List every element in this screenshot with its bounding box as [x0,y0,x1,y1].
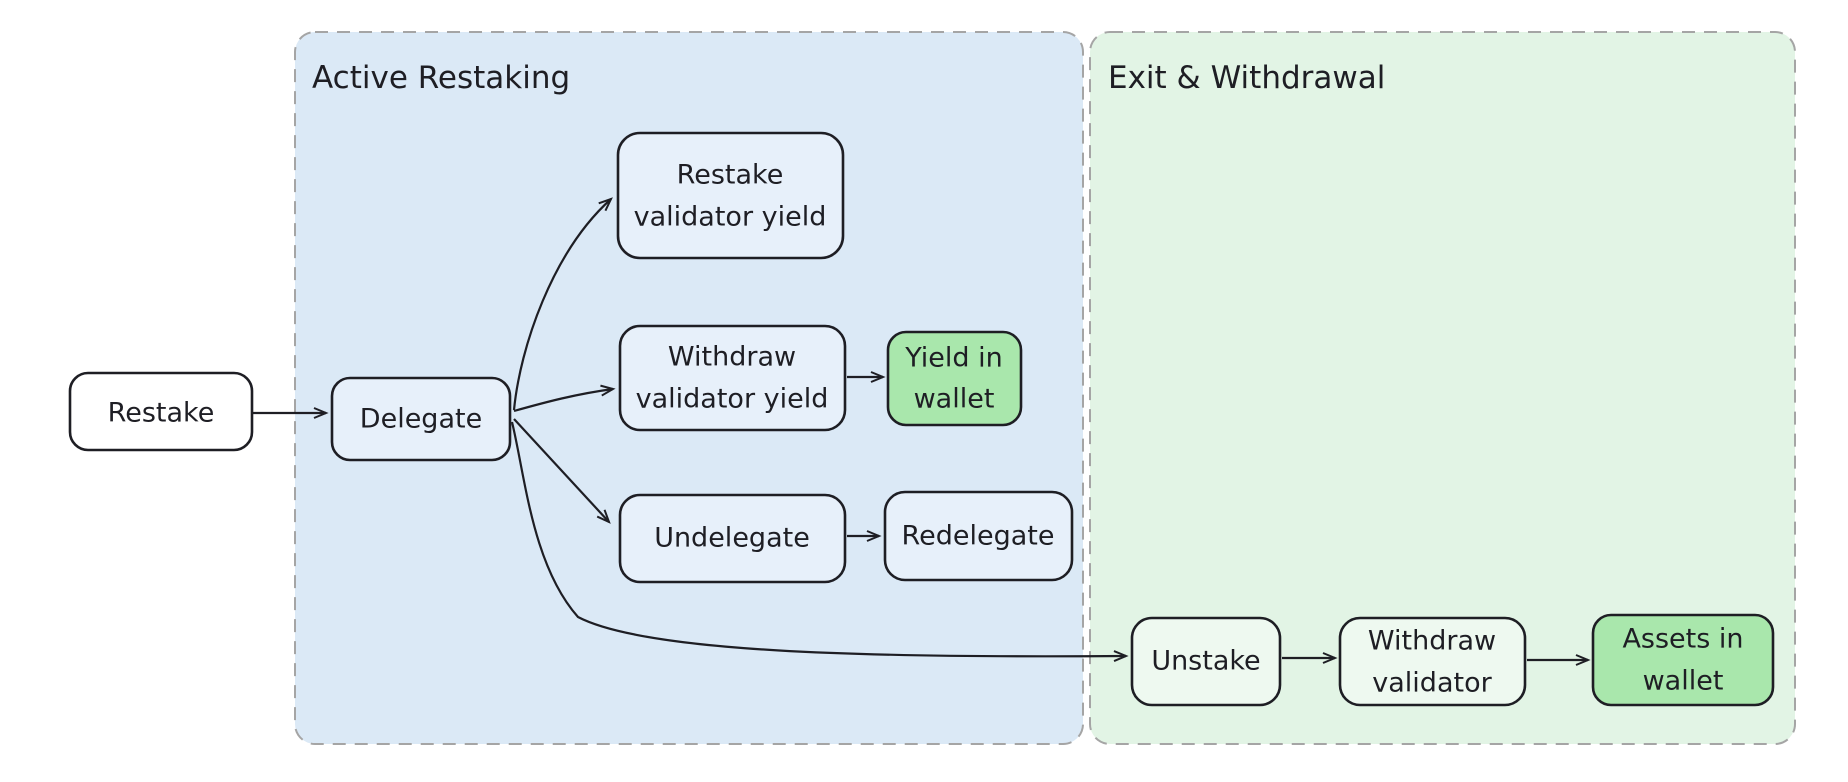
edge-delegate-to-unstake [510,421,1129,663]
node-undelegate-label: Undelegate [654,523,810,554]
node-withdraw-validator-yield-label-line1: Withdraw [668,342,796,373]
node-restake: Restake [68,371,254,452]
node-delegate-label: Delegate [360,404,482,435]
node-assets-in-wallet: Assets in wallet [1591,613,1775,707]
node-delegate: Delegate [330,376,512,462]
node-unstake-box [1130,616,1282,707]
node-restake-validator-yield-label-line1: Restake [677,160,784,191]
node-withdraw-validator-label-line1: Withdraw [1368,626,1496,657]
node-redelegate-box [883,490,1074,582]
node-assets-in-wallet-label-line2: wallet [1643,666,1724,697]
edge-delegate-to-undelegate [513,418,611,524]
node-withdraw-validator-yield-label-line2: validator yield [636,384,829,415]
edge-delegate-to-withdraw-validator-yield [513,384,616,413]
node-restake-box [68,371,254,452]
edge-delegate-to-restake-validator-yield [512,197,613,411]
node-withdraw-validator-box [1338,616,1527,707]
node-withdraw-validator-yield: Withdraw validator yield [618,324,847,432]
node-withdraw-validator-label-line2: validator [1372,668,1492,699]
node-restake-label: Restake [108,398,215,429]
node-restake-validator-yield: Restake validator yield [616,131,845,260]
node-withdraw-validator: Withdraw validator [1338,616,1527,707]
node-restake-validator-yield-box [616,131,845,260]
node-yield-in-wallet: Yield in wallet [886,330,1023,427]
node-assets-in-wallet-label-line1: Assets in [1622,624,1743,655]
node-yield-in-wallet-label-line1: Yield in [904,343,1002,374]
node-restake-validator-yield-label-line2: validator yield [634,202,827,233]
node-unstake: Unstake [1130,616,1282,707]
node-redelegate-label: Redelegate [902,521,1055,552]
node-withdraw-validator-yield-box [618,324,847,432]
node-redelegate: Redelegate [883,490,1074,582]
node-undelegate-box [618,493,847,584]
group-active-restaking-title: Active Restaking [312,60,570,96]
node-yield-in-wallet-box [886,330,1023,427]
group-exit-withdrawal [1089,31,1796,745]
node-assets-in-wallet-box [1591,613,1775,707]
node-delegate-box [330,376,512,462]
node-yield-in-wallet-label-line2: wallet [914,384,995,415]
node-undelegate: Undelegate [618,493,847,584]
group-exit-withdrawal-title: Exit & Withdrawal [1108,60,1385,96]
node-unstake-label: Unstake [1151,646,1260,677]
